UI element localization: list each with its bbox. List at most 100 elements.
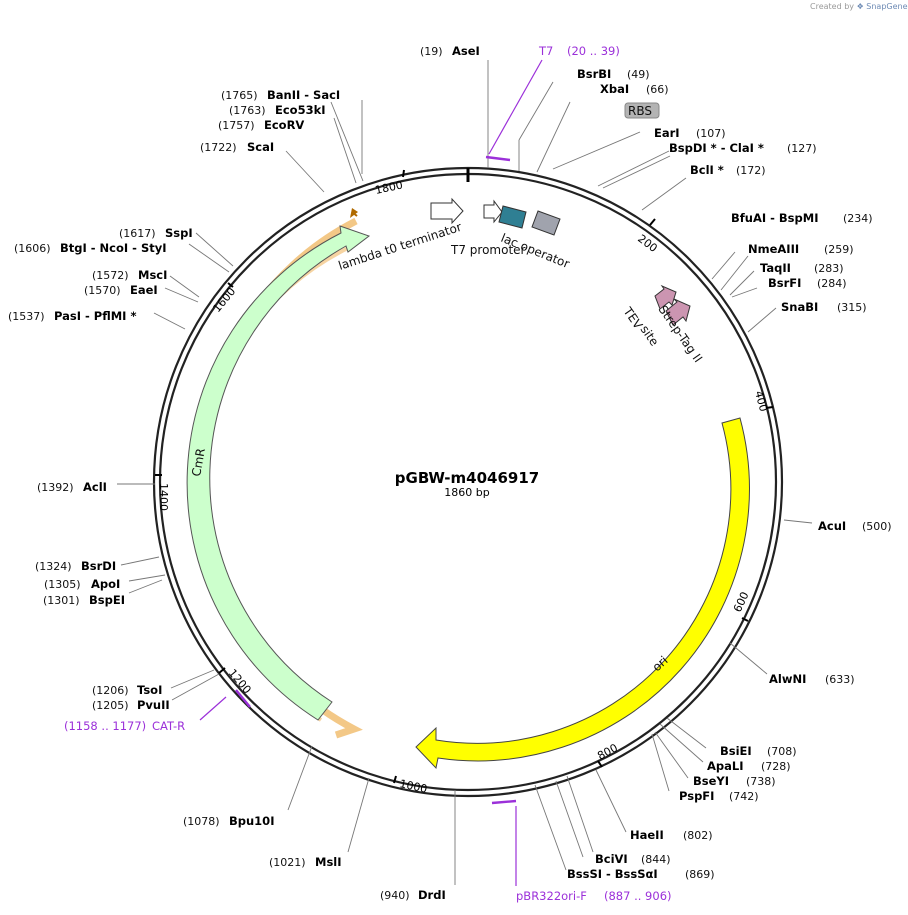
enzyme-name[interactable]: BsrFI <box>768 276 801 290</box>
tick-label-1800: 1800 <box>374 178 404 197</box>
enzyme-pos: (49) <box>627 68 650 81</box>
enzyme-name[interactable]: PasI - PflMI * <box>54 309 136 323</box>
enzyme-pos: (1572) <box>92 269 129 282</box>
enzyme-pos: (1763) <box>229 104 266 117</box>
ori-feature[interactable]: ori <box>415 417 750 770</box>
tick-mark-1000 <box>393 775 397 784</box>
enzyme-name[interactable]: BsrDI <box>81 559 116 573</box>
enzyme-name[interactable]: AlwNI <box>769 672 806 686</box>
primer-cat-r-name[interactable]: CAT-R <box>152 719 185 733</box>
enzyme-name[interactable]: MslI <box>315 855 342 869</box>
enzyme-name[interactable]: HaeII <box>630 828 664 842</box>
leader-lines <box>117 60 813 885</box>
snapgene-credit: Created by ❖ SnapGene <box>810 2 908 11</box>
enzyme-pos: (1205) <box>92 699 129 712</box>
enzyme-name[interactable]: BanII - SacI <box>267 88 340 102</box>
t7-promoter-arrow[interactable] <box>483 199 503 224</box>
tev-site-label-2: site <box>638 323 662 349</box>
enzyme-pos: (1324) <box>35 560 72 573</box>
tick-mark-600 <box>741 617 749 622</box>
enzyme-name[interactable]: PvuII <box>137 698 170 712</box>
strep-tag-arrow[interactable] <box>665 298 691 326</box>
enzyme-labels: (19) AseI BsrBI (49) XbaI (66) EarI (107… <box>8 44 892 902</box>
enzyme-name[interactable]: ApoI <box>91 577 120 591</box>
tick-mark-1600 <box>227 282 234 288</box>
lac-operator-box[interactable] <box>498 205 527 229</box>
enzyme-pos: (1305) <box>44 578 81 591</box>
enzyme-name[interactable]: EaeI <box>130 283 158 297</box>
enzyme-name[interactable]: Bpu10I <box>229 814 274 828</box>
enzyme-pos: (940) <box>380 889 410 902</box>
tick-mark-1200 <box>218 667 226 674</box>
enzyme-name[interactable]: SspI <box>165 226 193 240</box>
cmr-highlight-inner <box>194 245 351 722</box>
enzyme-pos: (234) <box>843 212 873 225</box>
enzyme-pos: (1021) <box>269 856 306 869</box>
enzyme-pos: (802) <box>683 829 713 842</box>
plasmid-name: pGBW-m4046917 <box>395 469 539 487</box>
enzyme-name[interactable]: BtgI - NcoI - StyI <box>60 241 167 255</box>
tick-label-1200: 1200 <box>226 667 254 697</box>
enzyme-name[interactable]: ApaLI <box>707 759 744 773</box>
enzyme-pos: (1757) <box>218 119 255 132</box>
tick-mark-1800 <box>402 169 405 178</box>
enzyme-name[interactable]: TsoI <box>137 683 162 697</box>
enzyme-name[interactable]: BseYI <box>693 774 729 788</box>
enzyme-pos: (633) <box>825 673 855 686</box>
enzyme-pos: (172) <box>736 164 766 177</box>
enzyme-name[interactable]: BsrBI <box>577 67 611 81</box>
enzyme-name[interactable]: NmeAIII <box>748 242 799 256</box>
enzyme-name[interactable]: PspFI <box>679 789 714 803</box>
enzyme-name[interactable]: BclI * <box>690 163 724 177</box>
primer-pbr322ori-f-name[interactable]: pBR322ori-F <box>516 889 587 903</box>
enzyme-pos: (728) <box>761 760 791 773</box>
enzyme-name[interactable]: AclI <box>83 480 107 494</box>
enzyme-name[interactable]: EcoRV <box>264 118 304 132</box>
enzyme-name[interactable]: BspDI * - ClaI * <box>669 141 764 155</box>
enzyme-pos: (283) <box>814 262 844 275</box>
enzyme-pos: (315) <box>837 301 867 314</box>
primer-lines <box>199 59 543 886</box>
enzyme-pos: (1392) <box>37 481 74 494</box>
enzyme-pos: (742) <box>729 790 759 803</box>
lambda-t0-terminator-arrow[interactable] <box>430 197 464 225</box>
enzyme-name[interactable]: XbaI <box>600 82 629 96</box>
cmr-feature[interactable]: CmR <box>186 208 371 739</box>
plasmid-length: 1860 bp <box>444 486 489 499</box>
enzyme-name[interactable]: BciVI <box>595 852 628 866</box>
backbone <box>152 166 784 798</box>
enzyme-name[interactable]: SnaBI <box>781 300 818 314</box>
enzyme-pos: (1301) <box>43 594 80 607</box>
snapgene-logo-icon: ❖ <box>856 2 864 11</box>
enzyme-pos: (107) <box>696 127 726 140</box>
primer-t7-name[interactable]: T7 <box>538 44 553 58</box>
tick-label-400: 400 <box>752 389 770 413</box>
enzyme-pos: (1765) <box>221 89 258 102</box>
enzyme-name[interactable]: Eco53kI <box>275 103 326 117</box>
enzyme-pos: (19) <box>420 45 443 58</box>
primer-cat-r-range: (1158 .. 1177) <box>64 719 146 733</box>
enzyme-name[interactable]: BfuAI - BspMI <box>731 211 818 225</box>
enzyme-name[interactable]: EarI <box>654 126 680 140</box>
ori-arrow[interactable] <box>415 417 750 770</box>
enzyme-pos: (66) <box>646 83 669 96</box>
enzyme-name[interactable]: BspEI <box>89 593 125 607</box>
enzyme-name[interactable]: BsiEI <box>720 744 752 758</box>
enzyme-name[interactable]: TaqII <box>760 261 791 275</box>
rbs-box[interactable] <box>624 102 660 119</box>
tev-site-arrow[interactable] <box>654 284 677 310</box>
enzyme-pos: (1606) <box>14 242 51 255</box>
primer-labels: T7 (20 .. 39) pBR322ori-F (887 .. 906) (… <box>64 44 672 903</box>
t7-grey-box[interactable] <box>531 210 561 236</box>
enzyme-name[interactable]: AseI <box>452 44 480 58</box>
cmr-arrow[interactable] <box>186 225 371 721</box>
cmr-label: CmR <box>189 447 208 477</box>
enzyme-name[interactable]: MscI <box>138 268 167 282</box>
rbs-label: RBS <box>628 104 652 118</box>
enzyme-name[interactable]: ScaI <box>247 140 274 154</box>
enzyme-name[interactable]: DrdI <box>418 888 446 902</box>
t7-promoter-label: T7 promoter <box>450 243 526 257</box>
enzyme-name[interactable]: BssSI - BssSαI <box>567 867 658 881</box>
enzyme-name[interactable]: AcuI <box>818 519 846 533</box>
tick-mark-400 <box>765 406 774 409</box>
